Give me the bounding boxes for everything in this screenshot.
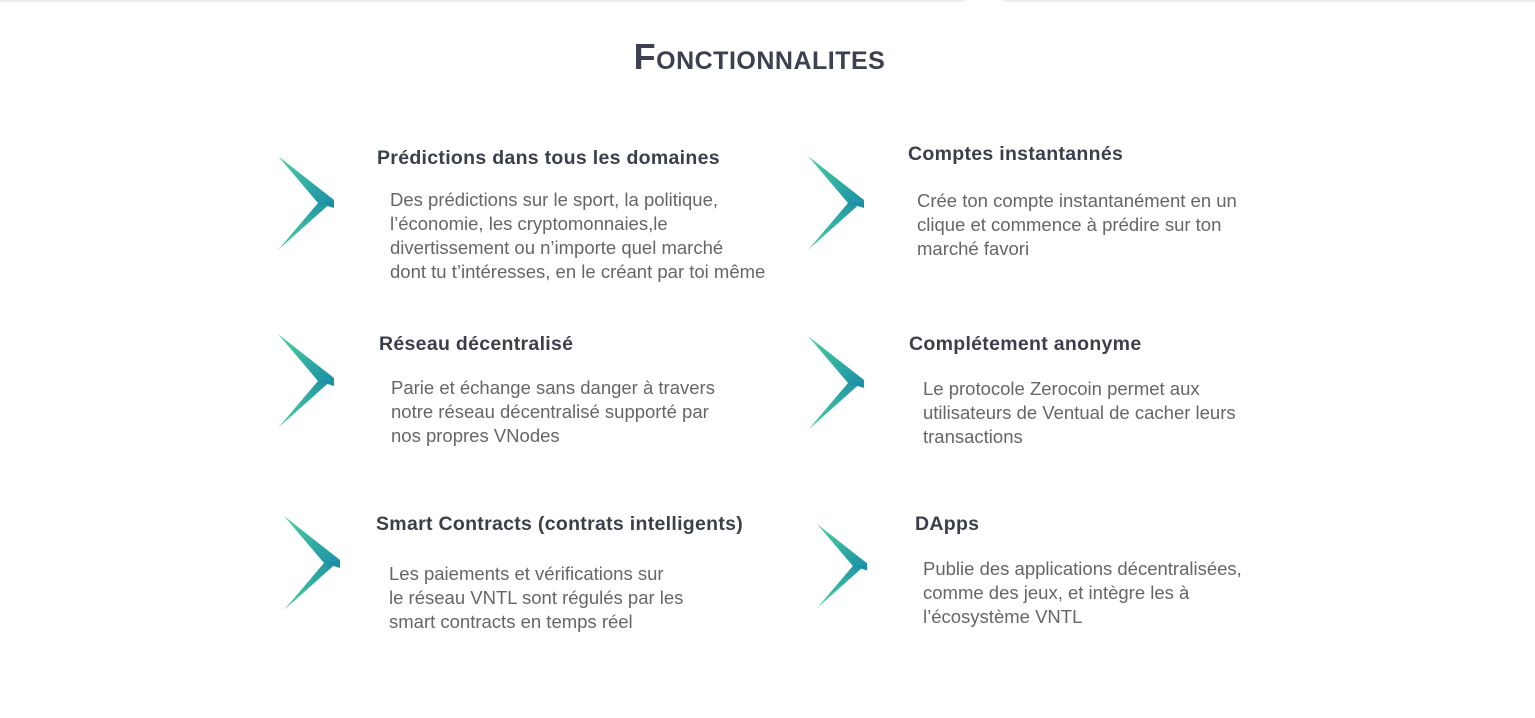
chevron-right-icon	[815, 524, 871, 608]
feature-description: Crée ton compte instantanément en un cli…	[917, 189, 1237, 261]
feature-title: Smart Contracts (contrats intelligents)	[376, 513, 744, 535]
feature-description-line: Publie des applications décentralisées,	[923, 558, 1242, 579]
feature-description-line: l’écosystème VNTL	[923, 606, 1083, 627]
feature-description-line: Des prédictions sur le sport, la politiq…	[390, 189, 719, 210]
feature-description-line: dont tu t’intéresses, en le créant par t…	[390, 261, 766, 282]
top-divider-gap	[965, 0, 1003, 2]
feature-description: Parie et échange sans danger à travers n…	[391, 376, 715, 448]
feature-title: Prédictions dans tous les domaines	[377, 147, 720, 169]
feature-description-line: clique et commence à prédire sur ton	[917, 214, 1222, 235]
feature-title: Réseau décentralisé	[379, 333, 574, 355]
feature-description: Les paiements et vérifications sur le ré…	[389, 562, 683, 634]
feature-title: DApps	[915, 513, 980, 535]
chevron-right-icon	[284, 516, 342, 610]
section-title: Fonctionnalites	[633, 36, 886, 77]
feature-description-line: le réseau VNTL sont régulés par les	[389, 587, 684, 608]
feature-description: Publie des applications décentralisées, …	[923, 557, 1242, 629]
feature-description-line: comme des jeux, et intègre les à	[923, 582, 1190, 603]
chevron-right-icon	[808, 156, 866, 250]
feature-description-line: notre réseau décentralisé supporté par	[391, 401, 709, 422]
feature-description-line: l’économie, les cryptomonnaies,le	[390, 213, 668, 234]
feature-description-line: nos propres VNodes	[391, 425, 560, 446]
chevron-right-icon	[808, 336, 866, 430]
feature-description-line: marché favori	[917, 238, 1030, 259]
feature-description-line: Crée ton compte instantanément en un	[917, 190, 1237, 211]
feature-description-line: smart contracts en temps réel	[389, 611, 633, 632]
feature-description: Le protocole Zerocoin permet aux utilisa…	[923, 377, 1236, 449]
chevron-right-icon	[278, 334, 336, 428]
feature-title: Comptes instantannés	[908, 143, 1124, 165]
feature-description: Des prédictions sur le sport, la politiq…	[390, 188, 765, 284]
feature-description-line: Le protocole Zerocoin permet aux	[923, 378, 1200, 399]
feature-description-line: Parie et échange sans danger à travers	[391, 377, 715, 398]
chevron-right-icon	[278, 156, 336, 250]
feature-description-line: utilisateurs de Ventual de cacher leurs	[923, 402, 1236, 423]
feature-description-line: divertissement ou n’importe quel marché	[390, 237, 724, 258]
feature-description-line: transactions	[923, 426, 1023, 447]
top-divider	[0, 0, 1535, 2]
feature-description-line: Les paiements et vérifications sur	[389, 563, 664, 584]
feature-title: Complétement anonyme	[909, 333, 1142, 355]
